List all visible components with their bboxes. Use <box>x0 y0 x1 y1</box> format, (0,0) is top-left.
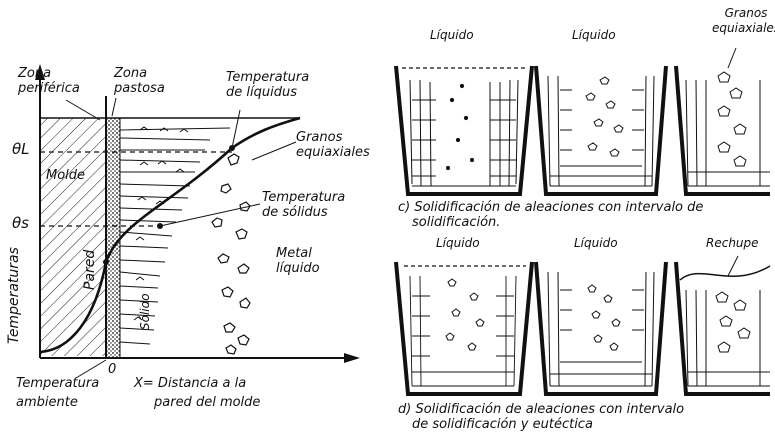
label-d-liquido-1: Líquido <box>436 236 480 251</box>
label-theta-s: θs <box>12 216 29 231</box>
label-temp-liquidus: Temperatura de líquidus <box>226 70 309 100</box>
label-temp-ambiente: Temperatura ambiente <box>16 376 99 410</box>
crucible-d3 <box>676 256 770 394</box>
left-diagram <box>35 64 360 378</box>
columnar-dendrites <box>120 127 230 344</box>
label-metal-liquido: Metal líquido <box>276 246 320 276</box>
label-granos-equiaxiales: Granos equiaxiales <box>296 130 370 160</box>
pastosa-leader <box>112 98 116 116</box>
crucible-d1 <box>396 262 532 394</box>
crucible-d2 <box>536 262 666 394</box>
crucible-c3 <box>676 48 770 194</box>
label-solido: Sólido <box>138 293 152 330</box>
crucible-c1 <box>396 66 532 194</box>
label-d-rechupe: Rechupe <box>706 236 759 251</box>
label-c-liquido-2: Líquido <box>572 28 616 43</box>
label-origin: 0 <box>108 362 116 377</box>
label-c-granos-equiaxiales: Granos equiaxiales <box>712 6 775 36</box>
label-temperaturas: Temperaturas <box>6 247 22 344</box>
caption-c: c) Solidificación de aleaciones con inte… <box>398 200 703 230</box>
label-zona-periferica: Zona periférica <box>18 66 80 96</box>
crucible-c2 <box>536 66 666 194</box>
x-axis-arrow <box>344 353 360 363</box>
label-molde: Molde <box>46 168 85 183</box>
mould-hatch <box>40 118 106 356</box>
caption-d: d) Solidificación de aleaciones con inte… <box>398 402 684 432</box>
solidus-point <box>157 223 163 229</box>
label-x-axis: X= Distancia a la pared del molde <box>134 376 260 410</box>
label-temp-solidus: Temperatura de sólidus <box>262 190 345 220</box>
liquidus-point <box>229 145 235 151</box>
equiaxed-grains <box>212 154 250 354</box>
periferica-leader <box>66 100 100 120</box>
label-theta-l: θL <box>12 142 30 157</box>
solidus-leader <box>160 204 260 226</box>
label-c-liquido-1: Líquido <box>430 28 474 43</box>
mushy-zone <box>106 118 120 358</box>
label-zona-pastosa: Zona pastosa <box>114 66 165 96</box>
wall-point <box>103 259 109 265</box>
crucibles-row-d <box>396 256 770 394</box>
crucibles-row-c <box>396 48 770 194</box>
label-pared: Pared <box>82 250 98 290</box>
label-d-liquido-2: Líquido <box>574 236 618 251</box>
granos-leader <box>252 142 296 160</box>
